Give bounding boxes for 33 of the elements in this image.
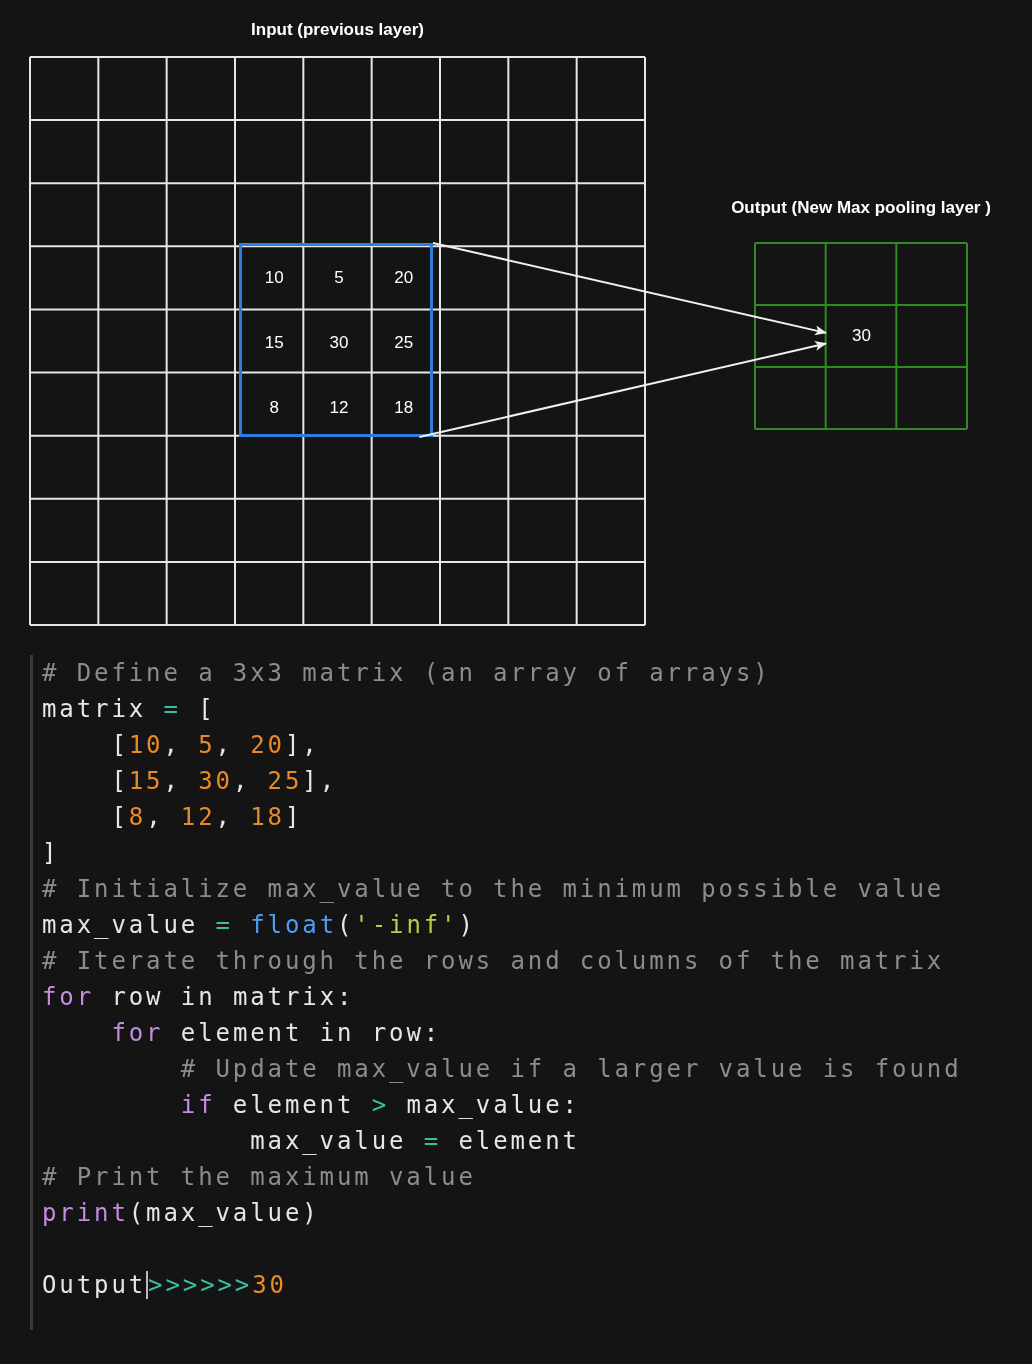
cell-value: 30 — [329, 333, 349, 353]
code-line: for row in matrix: — [42, 982, 356, 1013]
code-line: [15, 30, 25], — [110, 766, 339, 797]
code-line: if element > max_value: — [179, 1090, 581, 1121]
code-line: print(max_value) — [42, 1198, 321, 1229]
code-line: max_value = element — [249, 1126, 581, 1157]
pooling-window — [239, 243, 433, 437]
cell-value: 10 — [264, 268, 284, 289]
cell-value: 12 — [329, 397, 349, 418]
cell-value: 18 — [394, 397, 414, 418]
code-line: [8, 12, 18] — [110, 802, 304, 833]
cell-value: 8 — [269, 397, 280, 418]
code-line: # Initialize max_value to the minimum possible value — [42, 874, 946, 905]
code-line: max_value = float('-inf') — [42, 910, 477, 941]
arrow — [418, 341, 827, 438]
cell-value: 30 — [852, 326, 871, 346]
code-line: ] — [42, 838, 61, 869]
code-line: # Print the maximum value — [42, 1162, 477, 1193]
grid-heading: Input (previous layer) — [251, 20, 424, 39]
cell-value: 15 — [264, 333, 284, 353]
grid-layer — [30, 20, 645, 625]
code-line: matrix = [ — [42, 694, 217, 725]
code-line: # Define a 3x3 matrix (an array of arrays) — [42, 658, 772, 689]
cell-value: 5 — [334, 268, 344, 289]
cell-value: 25 — [394, 333, 414, 353]
code-line: Output>>>>>>30 — [42, 1270, 288, 1301]
code-line: # Update max_value if a larger value is found — [179, 1054, 963, 1085]
code-line: [10, 5, 20], — [110, 730, 321, 761]
grid-heading: Output (New Max pooling layer ) — [731, 198, 991, 217]
code-line: for element in row: — [110, 1018, 443, 1049]
arrow — [432, 242, 827, 336]
code-line: # Iterate through the rows and columns of the matrix — [42, 946, 946, 977]
cell-value: 20 — [394, 268, 414, 289]
